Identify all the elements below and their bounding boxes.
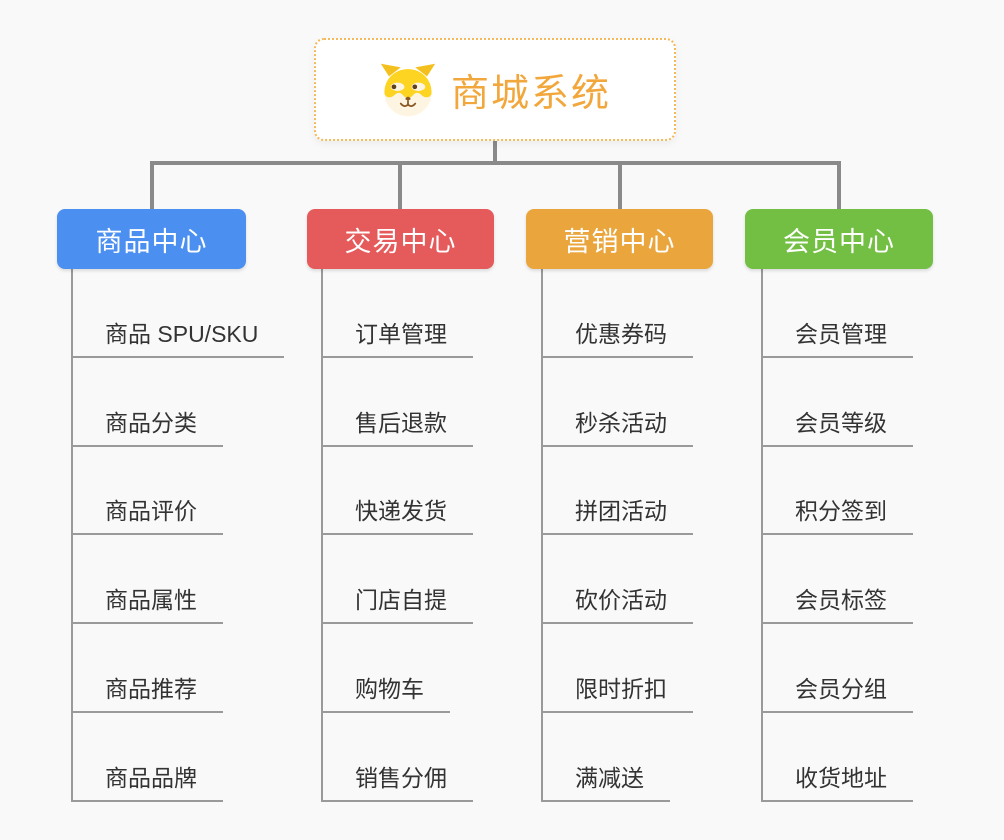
connector-branch-stub xyxy=(150,161,154,213)
branch-items-marketing: 优惠券码 秒杀活动 拼团活动 砍价活动 限时折扣 满减送 xyxy=(541,269,693,802)
branch-box-product-center[interactable]: 商品中心 xyxy=(57,209,246,269)
mindmap-node[interactable]: 会员管理 xyxy=(761,315,913,358)
mindmap-node[interactable]: 商品推荐 xyxy=(71,670,223,713)
mindmap-node[interactable]: 积分签到 xyxy=(761,492,913,536)
mindmap-node[interactable]: 会员等级 xyxy=(761,404,913,447)
mindmap-node[interactable]: 商品属性 xyxy=(71,581,223,625)
branch-label: 商品中心 xyxy=(95,226,208,257)
mindmap-node[interactable]: 秒杀活动 xyxy=(541,404,693,447)
branch-spine xyxy=(321,269,323,802)
branch-box-trade-center[interactable]: 交易中心 xyxy=(307,209,494,269)
branch-box-marketing-center[interactable]: 营销中心 xyxy=(526,209,713,269)
connector-branch-stub xyxy=(398,161,402,213)
branch-items-member: 会员管理 会员等级 积分签到 会员标签 会员分组 收货地址 xyxy=(761,269,913,802)
mindmap-node[interactable]: 优惠券码 xyxy=(541,315,693,358)
connector-branch-stub xyxy=(618,161,622,213)
mindmap-node[interactable]: 商品评价 xyxy=(71,492,223,536)
connector-root-stub xyxy=(493,139,497,165)
branch-label: 交易中心 xyxy=(344,226,457,257)
mindmap-node[interactable]: 门店自提 xyxy=(321,581,473,625)
branch-items-trade: 订单管理 售后退款 快递发货 门店自提 购物车 销售分佣 xyxy=(321,269,473,802)
mindmap-node[interactable]: 砍价活动 xyxy=(541,581,693,625)
mindmap-node[interactable]: 会员分组 xyxy=(761,670,913,713)
branch-label: 营销中心 xyxy=(563,226,676,257)
mindmap-node[interactable]: 购物车 xyxy=(321,670,450,713)
mindmap-node[interactable]: 订单管理 xyxy=(321,315,473,358)
root-title: 商城系统 xyxy=(450,73,611,115)
mindmap-node[interactable]: 限时折扣 xyxy=(541,670,693,713)
branch-label: 会员中心 xyxy=(783,226,895,257)
mindmap-node[interactable]: 会员标签 xyxy=(761,581,913,625)
branch-box-member-center[interactable]: 会员中心 xyxy=(745,209,933,269)
dog-face-icon xyxy=(379,61,437,119)
branch-spine xyxy=(761,269,763,802)
mindmap-node[interactable]: 商品品牌 xyxy=(71,759,223,802)
mindmap-node[interactable]: 商品 SPU/SKU xyxy=(71,315,285,358)
mindmap-node[interactable]: 商品分类 xyxy=(71,404,223,447)
branch-spine xyxy=(541,269,543,802)
branch-spine xyxy=(71,269,73,802)
mindmap-node[interactable]: 销售分佣 xyxy=(321,759,473,802)
mindmap-node[interactable]: 收货地址 xyxy=(761,759,913,802)
mindmap-node[interactable]: 快递发货 xyxy=(321,492,473,536)
branch-items-product: 商品 SPU/SKU 商品分类 商品评价 商品属性 商品推荐 商品品牌 xyxy=(71,269,285,802)
mindmap-node[interactable]: 售后退款 xyxy=(321,404,473,447)
mindmap-node[interactable]: 拼团活动 xyxy=(541,492,693,536)
root-node[interactable]: 商城系统 xyxy=(314,38,676,141)
mindmap-node[interactable]: 满减送 xyxy=(541,759,670,802)
connector-branch-stub xyxy=(837,161,841,213)
connector-horizontal-bar xyxy=(150,161,841,165)
